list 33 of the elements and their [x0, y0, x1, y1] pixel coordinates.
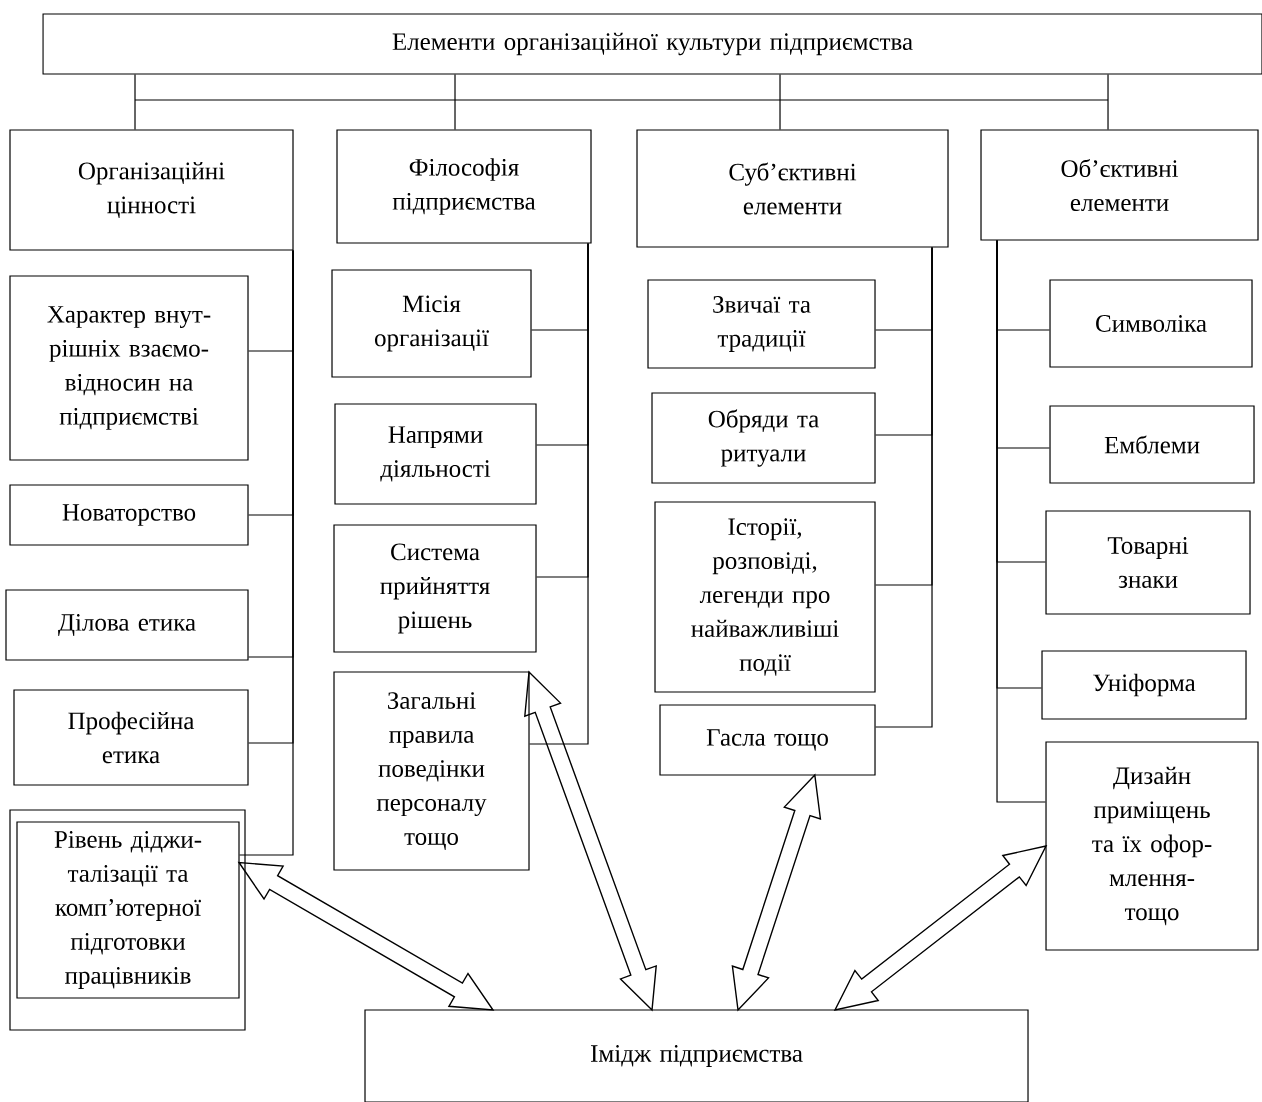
- connector-line: [875, 247, 933, 728]
- text-box: Місія організації: [331, 269, 532, 378]
- text-box: Професійна етика: [13, 689, 249, 786]
- connector-line: [134, 74, 136, 130]
- connector-line: [779, 74, 781, 130]
- text-box: Рівень діджи- талізації та комп’ютерної підготовки працівників: [9, 809, 246, 1031]
- connector-line: [996, 240, 1046, 803]
- connector-line: [239, 250, 294, 856]
- text-box: Організаційні цінності: [9, 129, 294, 251]
- text-box: Філософія підприємства: [336, 129, 592, 244]
- text-box: Звичаї та традиції: [647, 279, 876, 369]
- text-box: Уніформа: [1041, 650, 1247, 720]
- text-box: Історії, розповіді, легенди про найважливіші події: [654, 501, 876, 693]
- connector-line: [454, 74, 456, 130]
- text-box: Ділова етика: [5, 589, 249, 661]
- text-box: Система прийняття рішень: [333, 524, 537, 653]
- text-box: Характер внут- рішніх взаємо- відносин на підприємстві: [9, 275, 249, 461]
- text-box: Дизайн приміщень та їх офор- млення- тощо: [1045, 741, 1259, 951]
- text-box: Об’єктивні елементи: [980, 129, 1259, 241]
- text-box: Імідж підприємства: [364, 1009, 1029, 1102]
- text-box: Гасла тощо: [659, 704, 876, 776]
- text-box: Товарні знаки: [1045, 510, 1251, 615]
- title-box: Елементи організаційної культури підприємства: [42, 13, 1262, 75]
- connector-line: [529, 243, 589, 745]
- text-box: Загальні правила поведінки персоналу тощо: [333, 671, 530, 871]
- connector-line: [134, 99, 1109, 101]
- text-box: Новаторство: [9, 484, 249, 546]
- text-box: Емблеми: [1049, 405, 1255, 484]
- text-box: Символіка: [1049, 279, 1253, 368]
- text-box: Напрями діяльності: [334, 403, 537, 505]
- connector-line: [1107, 74, 1109, 130]
- text-box: Обряди та ритуали: [651, 392, 876, 484]
- text-box: Суб’єктивні елементи: [636, 129, 949, 248]
